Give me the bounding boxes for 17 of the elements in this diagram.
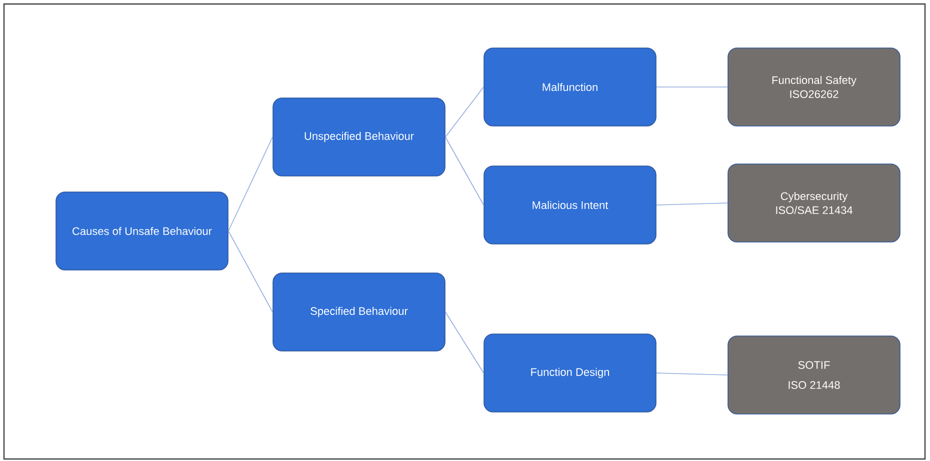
connector-line [656, 202, 728, 206]
connector-line [445, 312, 484, 374]
process-box: Specified Behaviour [272, 272, 446, 352]
connector-line [656, 86, 728, 88]
connector-line [228, 230, 273, 312]
connector-line [445, 86, 484, 138]
process-box: Malfunction [484, 48, 656, 126]
process-box: Malicious Intent [484, 166, 656, 244]
process-box: Function Design [484, 334, 656, 412]
standard-box: Functional Safety ISO26262 [728, 48, 900, 126]
connector-line [445, 136, 484, 206]
process-box: Causes of Unsafe Behaviour [56, 192, 228, 270]
standard-box: SOTIF ISO 21448 [728, 336, 900, 414]
standard-box: Cybersecurity ISO/SAE 21434 [728, 164, 900, 242]
connector-line [228, 136, 273, 232]
connector-line [656, 372, 728, 376]
process-box: Unspecified Behaviour [272, 98, 446, 176]
